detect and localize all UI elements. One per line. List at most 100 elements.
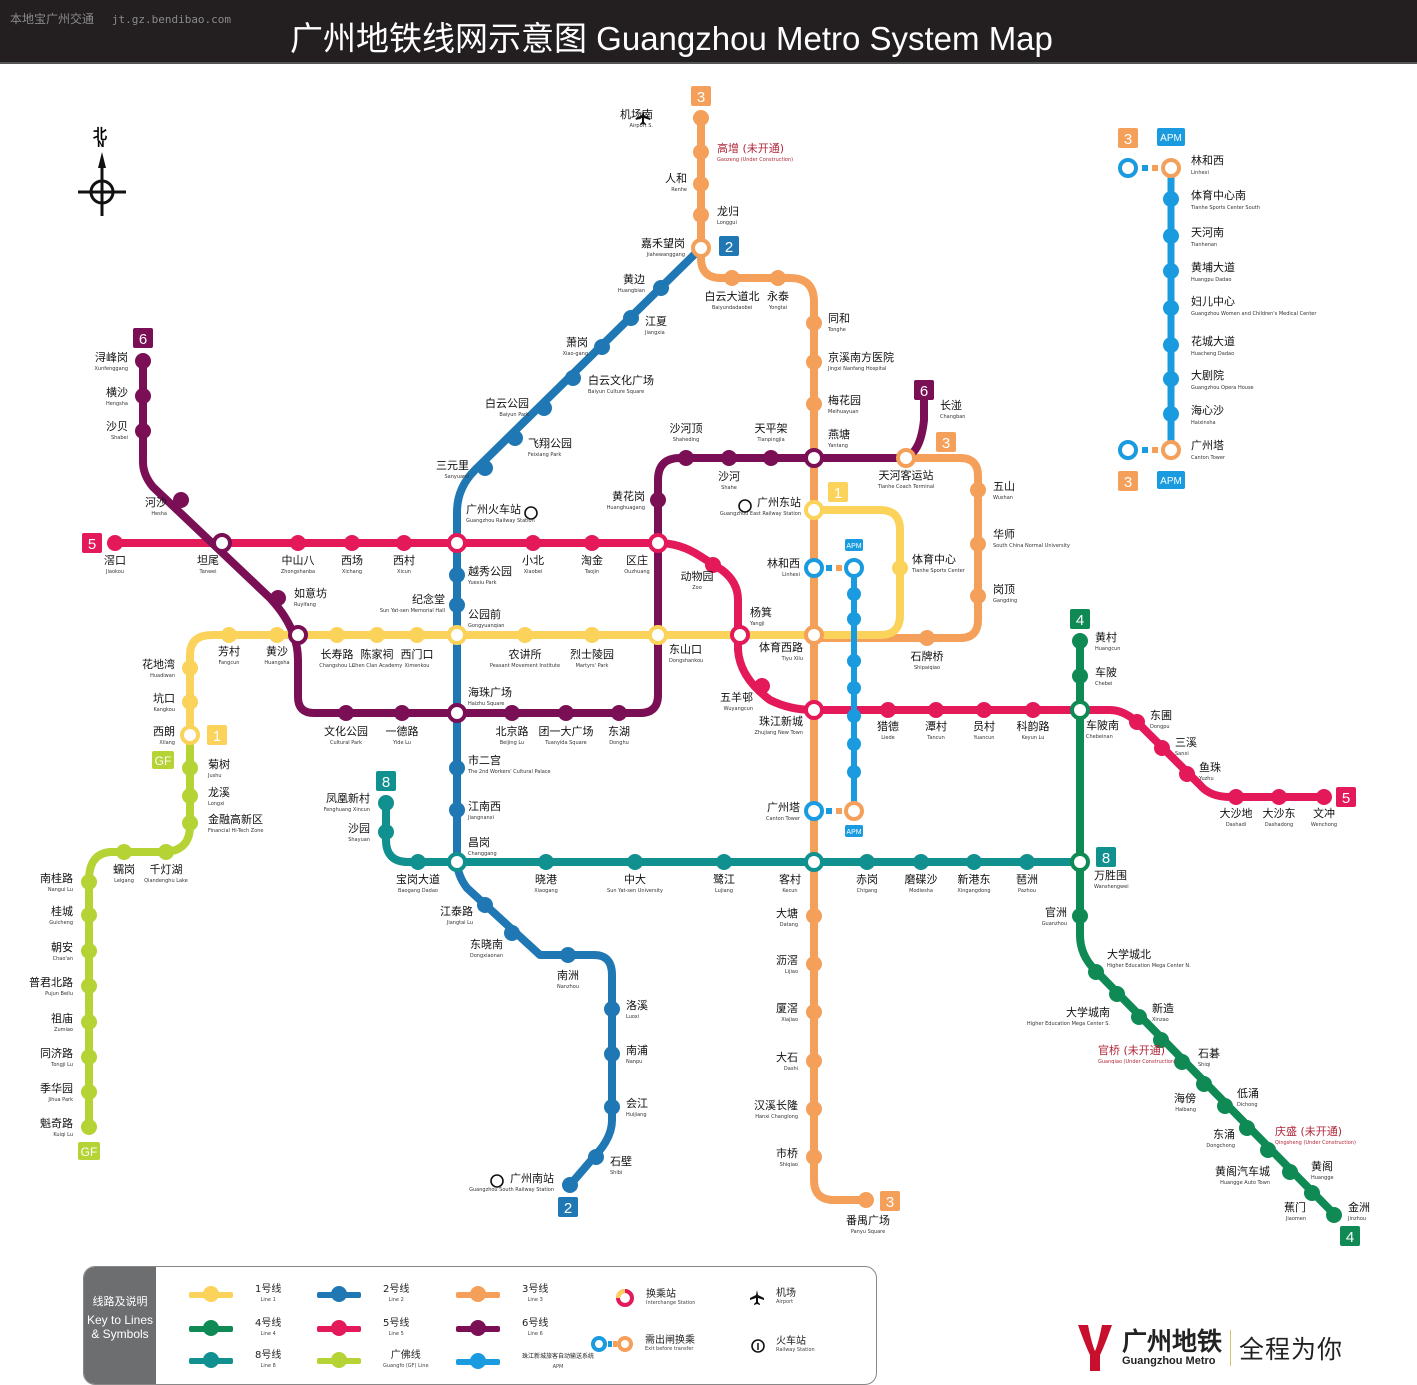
station-label-gaozeng[interactable]: 高增 (未开通)Gaozeng (Under Construction) xyxy=(717,141,793,163)
station-label-qingsheng[interactable]: 庆盛 (未开通)Qingsheng (Under Construction) xyxy=(1275,1124,1356,1146)
